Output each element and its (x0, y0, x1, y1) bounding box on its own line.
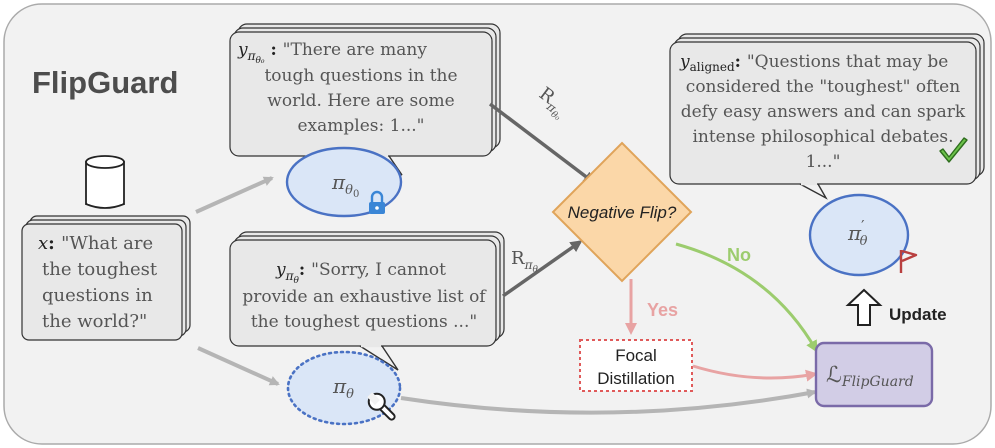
wrench-icon (367, 392, 396, 421)
svg-text:ℒFlipGuard: ℒFlipGuard (826, 363, 914, 390)
svg-text:yπθ: "Sorry, I cannot: yπθ: "Sorry, I cannot (275, 260, 446, 286)
svg-text:yπθ₀ : "There are many: yπθ₀ : "There are many (237, 40, 427, 66)
focal-distillation-node: Focal Distillation (579, 339, 693, 392)
aligned-response-line-5: 1..." (806, 152, 841, 172)
focal-line-2: Distillation (597, 369, 674, 388)
arrow-focal-to-loss (692, 364, 818, 382)
cur-response-line-1: "Sorry, I cannot (311, 260, 446, 280)
ref-response-var: y (237, 40, 248, 60)
update-label: Update (889, 305, 947, 324)
svg-text:πθ0: πθ0 (331, 170, 359, 200)
decision-label: Negative Flip? (568, 203, 677, 222)
no-label: No (727, 245, 751, 265)
title: FlipGuard (32, 65, 178, 100)
cur-response-line-3: the toughest questions ..." (251, 312, 477, 332)
input-line-3: questions in (42, 285, 153, 306)
ref-response-bubble: yπθ₀ : "There are many tough questions i… (229, 23, 501, 176)
checkmark-icon (939, 137, 968, 163)
arrow-no (675, 242, 818, 353)
input-var: x (38, 233, 48, 254)
aligned-response-line-1: "Questions that may be (747, 52, 948, 72)
flag-icon (899, 249, 918, 273)
input-line-1: "What are (61, 233, 153, 254)
aligned-response-line-4: intense philosophical debates. (692, 127, 953, 147)
update-arrow-icon (845, 288, 883, 326)
cur-response-bubble: yπθ: "Sorry, I cannot provide an exhaust… (229, 231, 505, 371)
arrow-input-to-cur (197, 346, 280, 386)
arrow-ref-to-decision (488, 102, 596, 184)
input-line-4: the world?" (42, 311, 147, 332)
focal-line-1: Focal (615, 346, 657, 365)
yes-label: Yes (647, 300, 678, 320)
input-card: x: "What are the toughest questions in t… (21, 215, 191, 341)
svg-text:yaligned: "Questions that may: yaligned: "Questions that may be (679, 52, 948, 74)
loss-node: ℒFlipGuard (814, 341, 934, 408)
aligned-response-bubble: yaligned: "Questions that may be conside… (669, 33, 985, 200)
cur-response-var: y (275, 260, 286, 280)
cur-response-line-2: provide an exhaustive list of (242, 287, 487, 307)
ref-response-line-1: "There are many (283, 40, 428, 60)
decision-node: Negative Flip? (551, 141, 693, 283)
database-icon (85, 155, 125, 209)
lock-icon (369, 190, 385, 214)
arrow-cur-to-loss (400, 388, 817, 415)
arrow-cur-to-decision (501, 240, 583, 298)
aligned-policy-node: π′θ (808, 193, 910, 277)
svg-text:x: "What are: x: "What are (38, 233, 153, 254)
svg-text:πθ: πθ (332, 374, 354, 402)
input-line-2: the toughest (42, 259, 158, 280)
ref-response-line-3: world. Here are some (267, 91, 454, 111)
svg-text:π′θ: π′θ (847, 217, 868, 249)
aligned-response-line-2: considered the "toughest" often (686, 77, 960, 97)
ref-response-line-4: examples: 1..." (298, 116, 425, 136)
ref-response-line-2: tough questions in the (264, 66, 457, 86)
arrow-input-to-ref (195, 176, 274, 214)
reward-cur-label: Rπθ (511, 248, 538, 275)
aligned-response-line-3: defy easy answers and can spark (681, 102, 966, 122)
aligned-response-var: y (679, 52, 690, 72)
